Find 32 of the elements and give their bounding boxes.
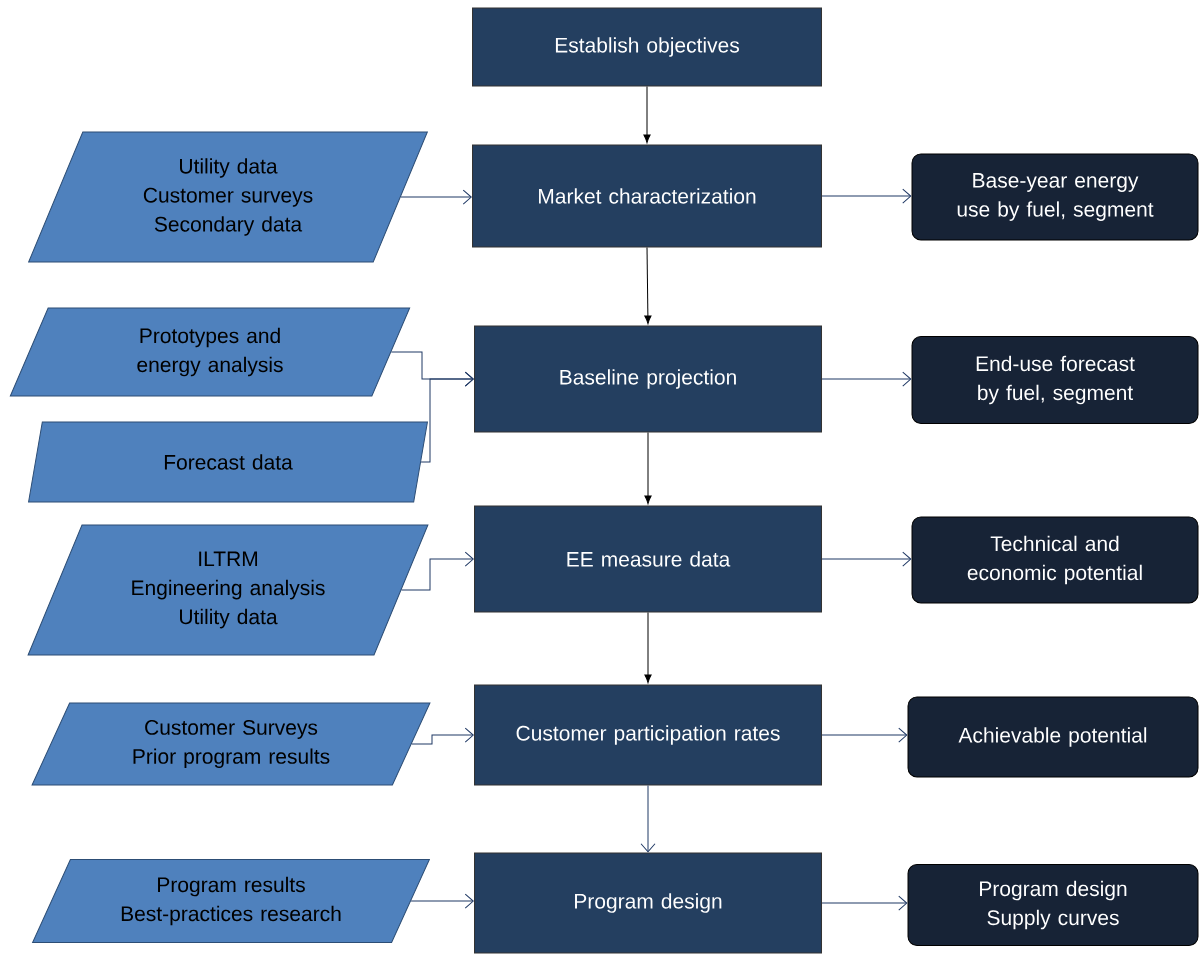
arrow: [644, 247, 652, 325]
arrow: [644, 432, 652, 505]
arrow: [821, 727, 908, 743]
arrow: [821, 895, 908, 911]
arrow: [821, 371, 912, 387]
input-parallelogram: Prototypes and energy analysis: [9, 307, 411, 397]
arrow: [400, 189, 472, 205]
input-parallelogram: Forecast data: [28, 421, 428, 503]
input-parallelogram: Program results Best-practices research: [32, 859, 430, 943]
input-parallelogram: Utility data Customer surveys Secondary data: [28, 131, 428, 263]
process-box: EE measure data: [474, 505, 822, 613]
arrow: [420, 371, 474, 463]
input-parallelogram: ILTRM Engineering analysis Utility data: [27, 524, 429, 656]
arrow: [644, 612, 652, 684]
output-box: Program design Supply curves: [907, 864, 1199, 946]
input-parallelogram: Customer Surveys Prior program results: [31, 702, 431, 786]
arrow: [821, 551, 912, 567]
output-box: Achievable potential: [907, 696, 1199, 778]
process-box: Customer participation rates: [474, 684, 822, 786]
process-box: Baseline projection: [474, 325, 822, 433]
arrow: [643, 86, 651, 144]
output-box: Technical and economic potential: [911, 516, 1199, 604]
process-box: Market characterization: [472, 144, 822, 248]
arrow: [410, 893, 474, 909]
arrow: [821, 188, 912, 204]
arrow: [401, 551, 474, 591]
arrow: [640, 785, 656, 853]
output-box: End-use forecast by fuel, segment: [911, 336, 1199, 424]
arrow: [411, 727, 474, 745]
process-box: Establish objectives: [472, 7, 822, 87]
process-box: Program design: [474, 852, 822, 954]
output-box: Base-year energy use by fuel, segment: [911, 153, 1199, 241]
